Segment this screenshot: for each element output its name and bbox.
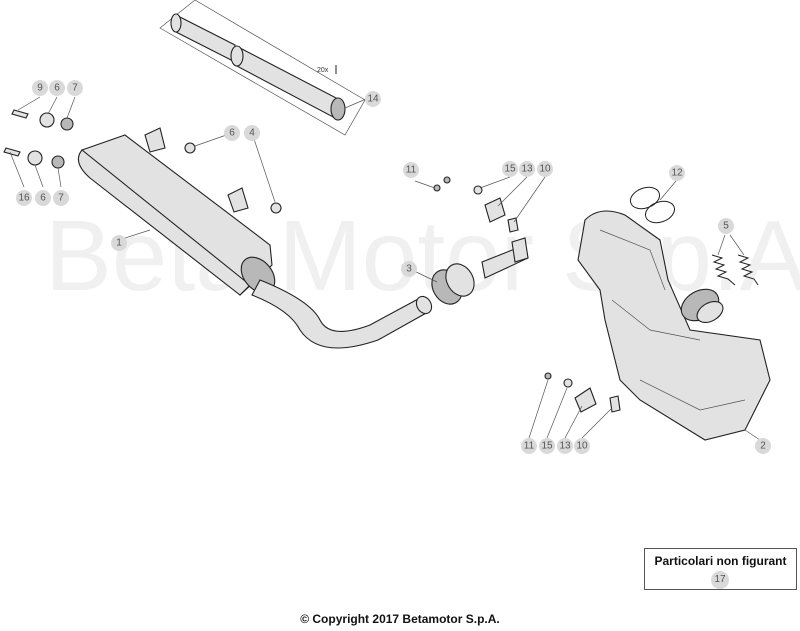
callout-11: 11 xyxy=(403,162,419,178)
svg-text:13: 13 xyxy=(521,164,533,175)
svg-text:11: 11 xyxy=(524,441,535,452)
callout-7: 7 xyxy=(67,80,83,96)
callout-4: 4 xyxy=(244,125,260,141)
callout-15: 15 xyxy=(502,161,518,177)
svg-text:6: 6 xyxy=(40,193,46,204)
svg-text:10: 10 xyxy=(539,164,551,175)
svg-text:16: 16 xyxy=(18,193,30,204)
callout-6: 6 xyxy=(35,190,51,206)
callout-12: 12 xyxy=(669,165,685,181)
callout-13: 13 xyxy=(557,438,573,454)
callout-9: 9 xyxy=(32,80,48,96)
svg-text:15: 15 xyxy=(504,164,516,175)
svg-text:6: 6 xyxy=(54,83,60,94)
wrap-quantity-label: 20x xyxy=(317,67,329,74)
parts-not-shown-box: Particolari non figurant 17 xyxy=(644,548,797,590)
callout-6: 6 xyxy=(49,80,65,96)
svg-text:14: 14 xyxy=(367,94,379,105)
svg-text:15: 15 xyxy=(541,441,553,452)
hardware-lower xyxy=(544,372,621,413)
springs-5 xyxy=(711,254,759,286)
callout-13: 13 xyxy=(519,161,535,177)
svg-text:11: 11 xyxy=(406,165,417,176)
callout-17: 17 xyxy=(711,571,729,589)
svg-text:4: 4 xyxy=(249,128,255,139)
callout-10: 10 xyxy=(574,438,590,454)
parts-not-shown-title: Particolari non figurant xyxy=(654,554,787,568)
o-rings-12 xyxy=(629,186,676,224)
svg-text:3: 3 xyxy=(406,264,412,275)
callout-5: 5 xyxy=(718,218,734,234)
callout-2: 2 xyxy=(755,438,771,454)
connector-3 xyxy=(431,263,475,305)
callout-14: 14 xyxy=(365,91,381,107)
callout-1: 1 xyxy=(111,235,127,251)
copyright-notice: © Copyright 2017 Betamotor S.p.A. xyxy=(300,612,500,626)
packing-wrap-14: 20x xyxy=(159,0,366,136)
callout-15: 15 xyxy=(539,438,555,454)
callout-6: 6 xyxy=(224,125,240,141)
svg-text:6: 6 xyxy=(229,128,235,139)
svg-text:1: 1 xyxy=(116,238,122,249)
callout-16: 16 xyxy=(16,190,32,206)
svg-text:13: 13 xyxy=(559,441,571,452)
silencer-1 xyxy=(77,127,433,349)
svg-text:7: 7 xyxy=(72,83,78,94)
svg-text:10: 10 xyxy=(576,441,588,452)
svg-text:12: 12 xyxy=(671,168,683,179)
svg-text:7: 7 xyxy=(58,193,64,204)
callout-10: 10 xyxy=(537,161,553,177)
svg-text:2: 2 xyxy=(760,441,766,452)
expansion-chamber-2 xyxy=(577,210,771,441)
callout-3: 3 xyxy=(401,261,417,277)
svg-text:5: 5 xyxy=(723,221,729,232)
callout-11: 11 xyxy=(521,438,537,454)
callout-7: 7 xyxy=(53,190,69,206)
svg-text:9: 9 xyxy=(37,83,43,94)
pipe-stub xyxy=(481,237,529,279)
